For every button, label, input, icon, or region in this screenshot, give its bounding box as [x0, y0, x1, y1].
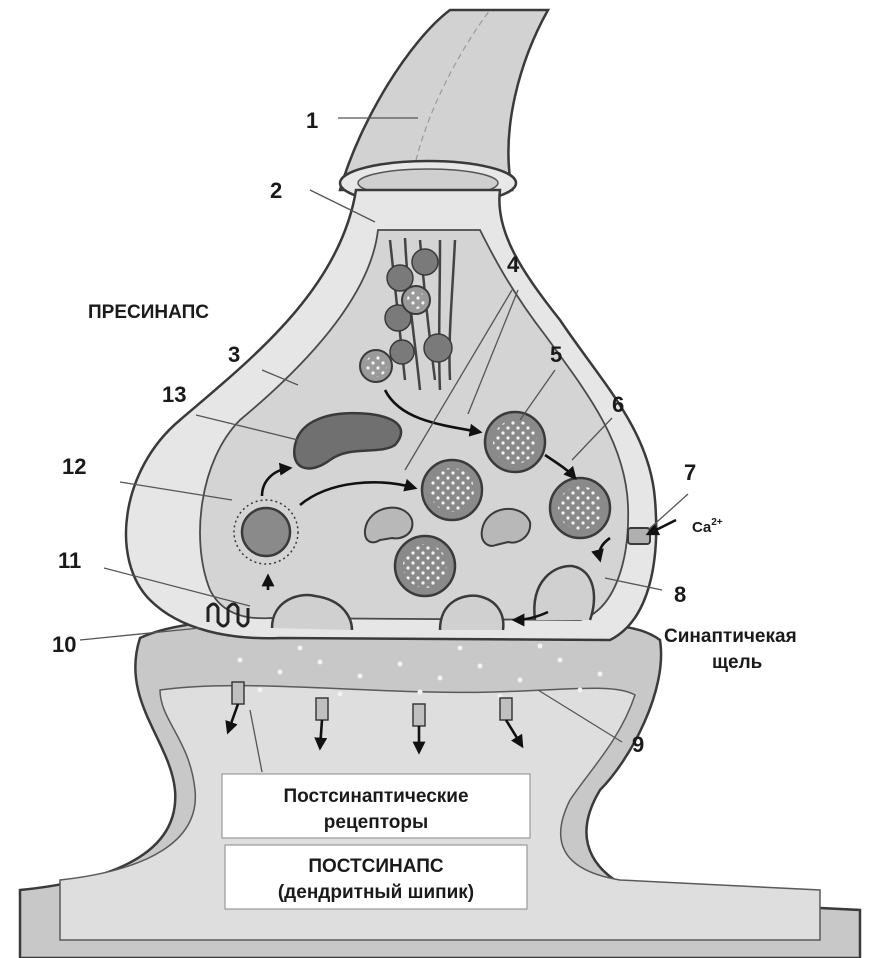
label-4: 4 [507, 252, 520, 277]
vesicle-cycle-arrows [260, 389, 677, 627]
fusion-pores [270, 564, 596, 631]
label-1: 1 [306, 108, 318, 133]
postsynapse-box-line1: ПОСТСИНАПС [308, 856, 444, 877]
calcium-symbol: Ca [692, 519, 712, 536]
label-6: 6 [612, 392, 624, 417]
receptors-box-line2: рецепторы [324, 812, 428, 833]
label-2: 2 [270, 178, 282, 203]
label-10: 10 [52, 632, 76, 657]
label-5: 5 [550, 342, 562, 367]
axon [338, 8, 551, 207]
neck-vesicles [359, 285, 431, 383]
budding-vesicles [363, 506, 532, 547]
receptors-box [221, 773, 531, 839]
reuptake-transporter [206, 602, 250, 628]
label-13: 13 [162, 382, 186, 407]
label-3: 3 [228, 342, 240, 367]
postsynapse-box-line2: (дендритный шипик) [278, 882, 474, 903]
presynapse-label: ПРЕСИНАПС [88, 302, 209, 323]
label-11: 11 [58, 548, 81, 573]
leader-lines [79, 117, 689, 773]
neurotransmitter-molecules [237, 643, 603, 699]
postsynapse-box [224, 844, 528, 910]
label-12: 12 [62, 454, 86, 479]
postsynaptic-receptors [231, 681, 513, 727]
calcium-label: Ca2+ [692, 517, 723, 536]
clathrin-coated-vesicle [233, 499, 299, 565]
receptors-box-line1: Постсинаптические [283, 786, 468, 807]
calcium-charge: 2+ [711, 517, 723, 528]
ion-flow-arrows [225, 703, 524, 755]
transport-vesicles [384, 248, 453, 365]
cleft-label-line2: щель [712, 652, 762, 673]
label-9: 9 [632, 732, 644, 757]
synaptic-vesicles [393, 410, 612, 598]
label-7: 7 [684, 460, 696, 485]
mitochondrion [292, 411, 403, 470]
cleft-label-line1: Синаптичекая [664, 626, 797, 647]
label-8: 8 [674, 582, 686, 607]
calcium-channel [627, 527, 651, 545]
